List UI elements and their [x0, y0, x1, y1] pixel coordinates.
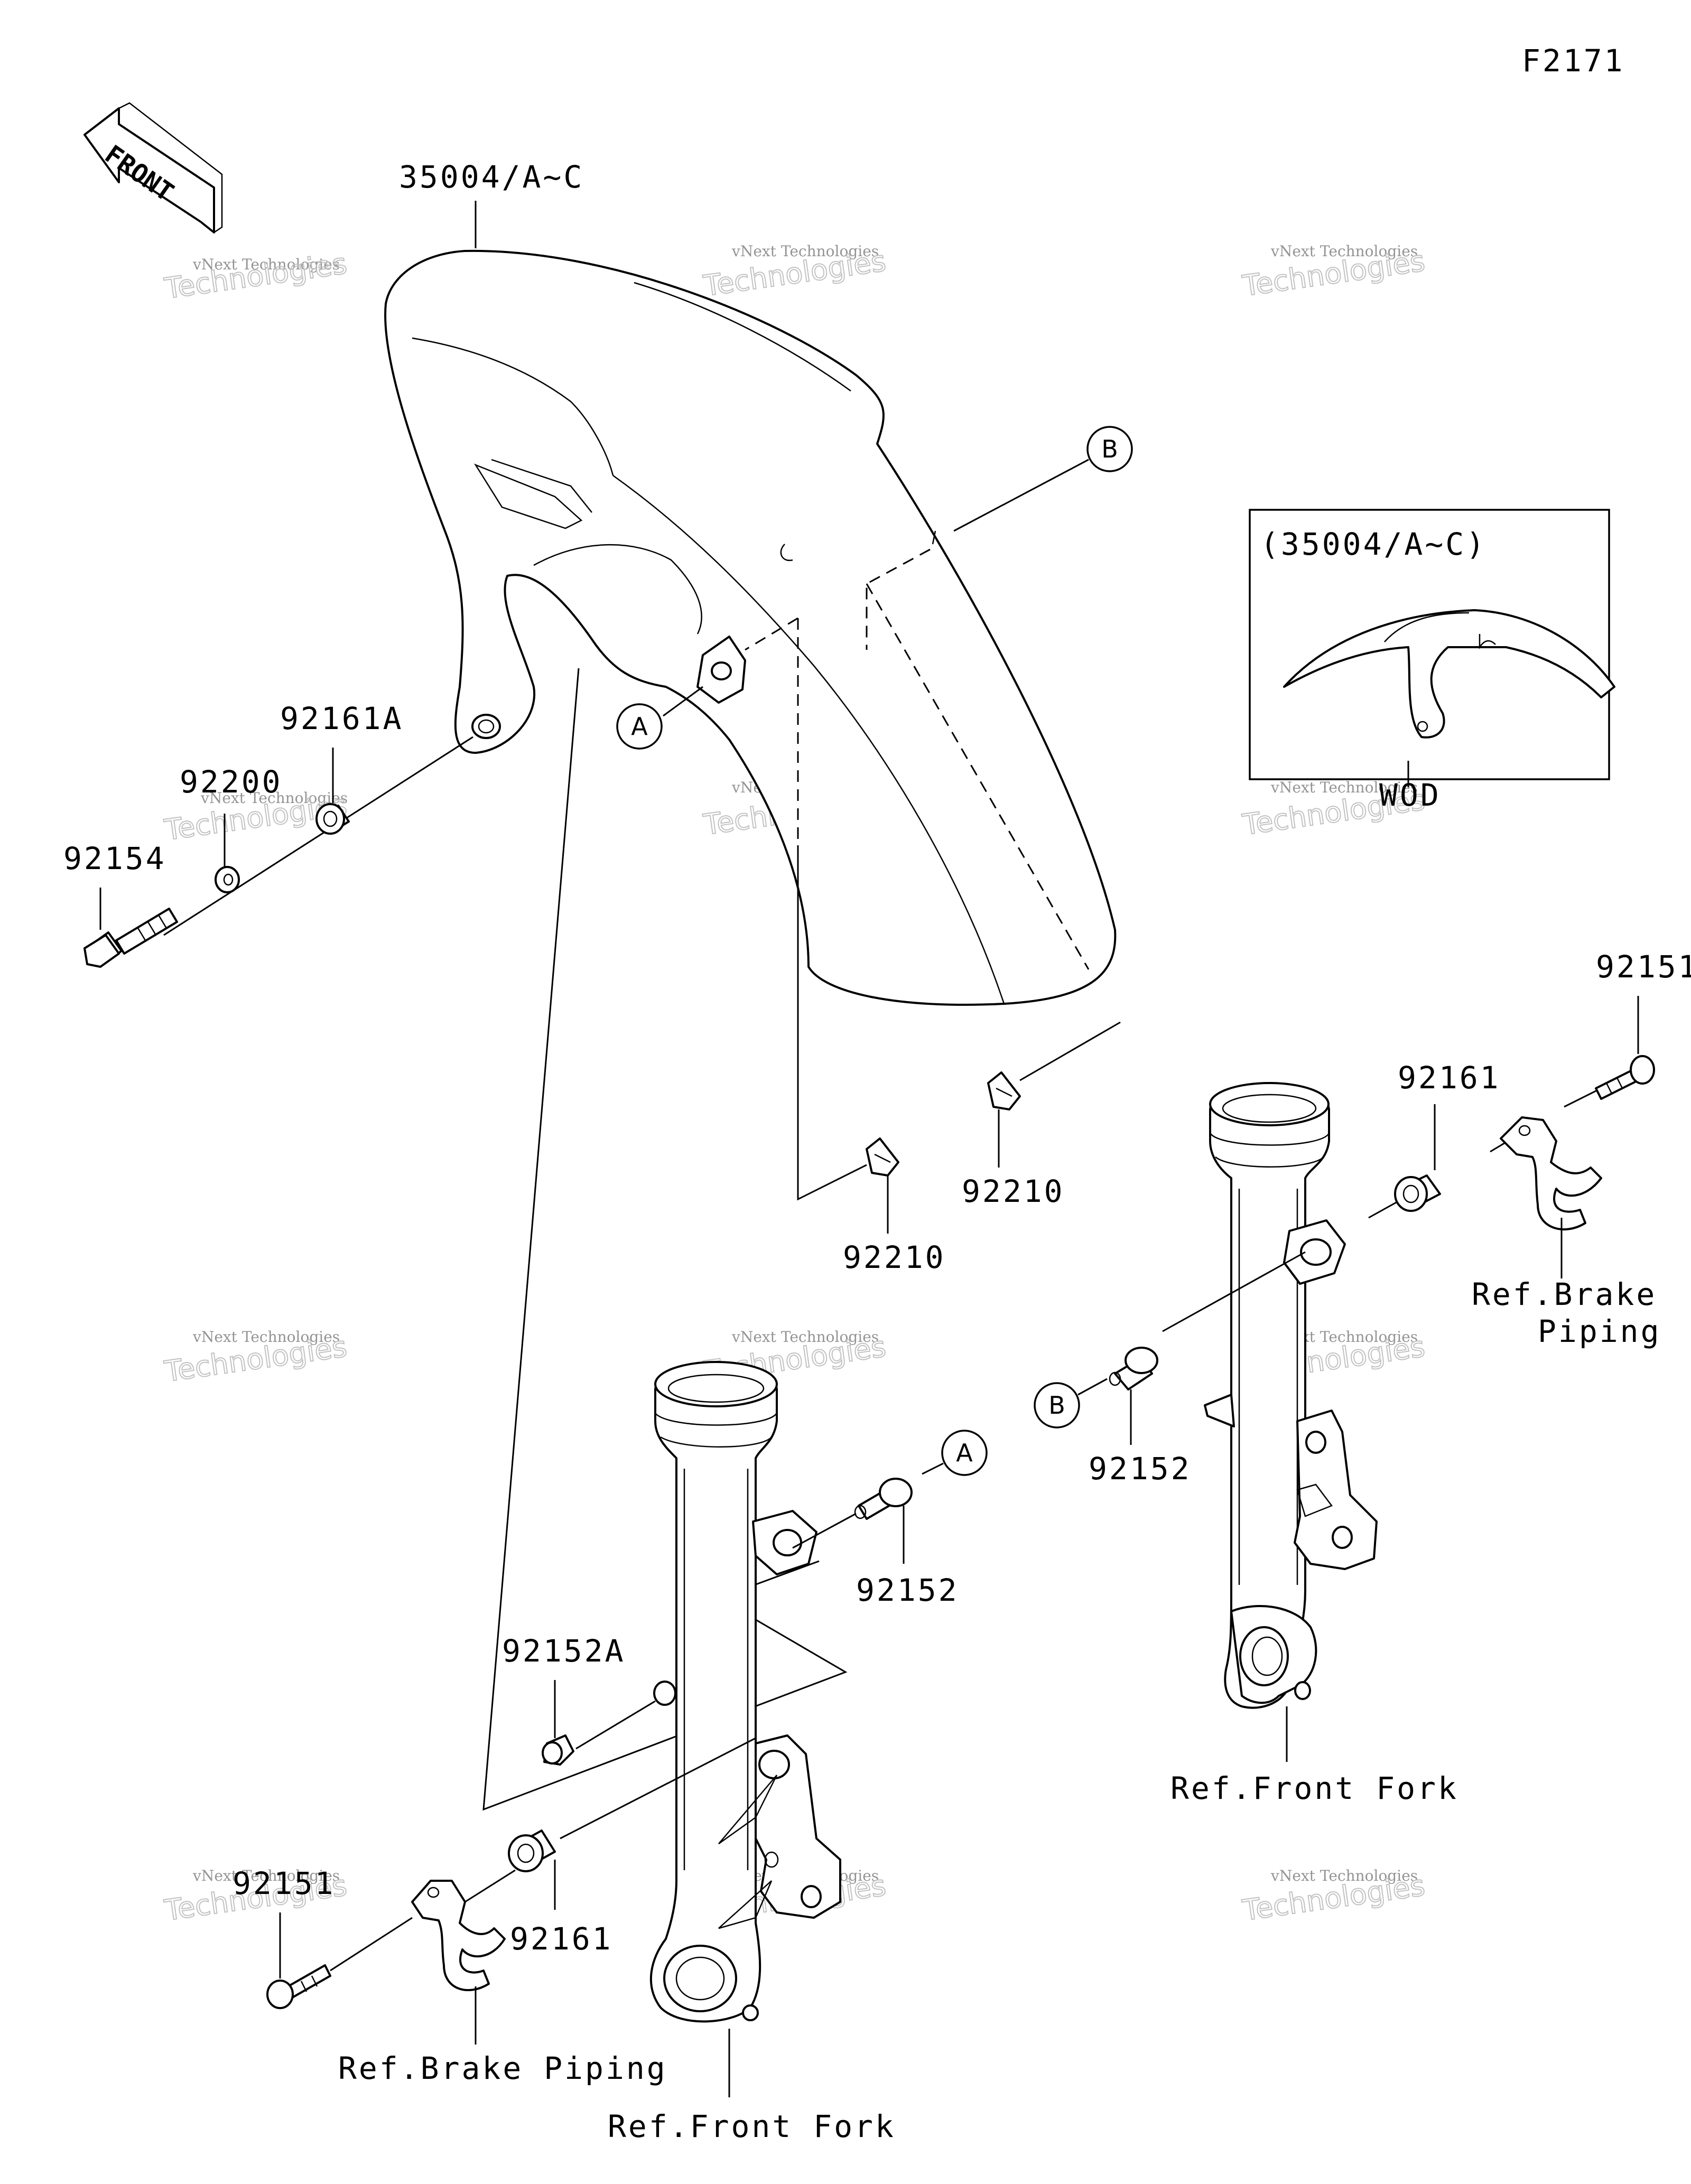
ref-front-fork-right: Ref.Front Fork: [1170, 1770, 1458, 1806]
callout-35004: 35004/A~C: [399, 159, 584, 195]
nut-92210-upper: [987, 1071, 1021, 1110]
collar-92161a: [315, 803, 350, 835]
front-direction-arrow-icon: FRONT: [83, 102, 223, 234]
callout-92210-upper: 92210: [962, 1173, 1065, 1209]
watermark-12: vNext Technologies Technologies: [1240, 1867, 1427, 1928]
bolt-92152-b: [1109, 1347, 1158, 1390]
ref-brake-piping-right-1: Ref.Brake: [1472, 1276, 1657, 1312]
watermark-2: vNext Technologies Technologies: [701, 242, 888, 303]
watermark-3: vNext Technologies Technologies: [1240, 242, 1427, 303]
ref-brake-piping-lower: Ref.Brake Piping: [338, 2050, 667, 2086]
marker-b-lower-label: B: [1048, 1391, 1065, 1420]
inset-fender-variant: [1283, 609, 1615, 739]
ref-brake-piping-right-2: Piping: [1538, 1313, 1661, 1349]
bolt-92154: [83, 908, 178, 968]
callout-92161a: 92161A: [280, 701, 404, 736]
callout-92200: 92200: [180, 764, 283, 800]
ref-front-fork-lower: Ref.Front Fork: [608, 2108, 896, 2144]
marker-b-lower: [1034, 1382, 1080, 1429]
nut-92210-lower: [866, 1137, 899, 1177]
inset-note: WOD: [1379, 777, 1441, 813]
collar-92161-lower: [508, 1830, 556, 1872]
callout-92152-a: 92152: [856, 1572, 959, 1608]
svg-text:vNext Technologies: vNext Technologies: [1270, 779, 1418, 796]
dashed-guide-right: [866, 548, 1090, 970]
svg-text:vNext Technologies: vNext Technologies: [192, 1328, 340, 1346]
dashed-guide-left: [745, 617, 799, 845]
callout-92151-right: 92151: [1596, 949, 1691, 985]
grommet-92152a: [542, 1734, 574, 1766]
bolt-92151-lower: [266, 1964, 331, 2009]
svg-text:vNext Technologies: vNext Technologies: [731, 1328, 879, 1346]
collar-92161-right: [1394, 1174, 1441, 1212]
front-fender-35004: [384, 249, 1117, 1006]
marker-b-top: [1086, 426, 1133, 472]
callout-92161-lower: 92161: [510, 1921, 613, 1957]
bolt-92152-a: [854, 1478, 913, 1520]
marker-a-top: [616, 703, 663, 750]
callout-92210-lower: 92210: [843, 1239, 946, 1275]
washer-92200: [215, 866, 240, 893]
brake-piping-clamp-right: [1500, 1116, 1602, 1231]
callout-92154: 92154: [63, 841, 166, 876]
svg-text:vNext Technologies: vNext Technologies: [731, 242, 879, 260]
svg-text:vNext Technologies: vNext Technologies: [1270, 242, 1418, 260]
watermark-7: vNext Technologies Technologies: [162, 1328, 349, 1389]
front-fork-left: [649, 1361, 841, 2023]
marker-a-lower: [941, 1430, 988, 1476]
inset-title: (35004/A~C): [1260, 526, 1486, 562]
callout-92152a: 92152A: [502, 1633, 626, 1669]
front-fork-right: [1204, 1082, 1378, 1709]
callout-92161-right: 92161: [1398, 1060, 1501, 1096]
marker-a-lower-label: A: [956, 1439, 973, 1467]
figure-code: F2171: [1522, 43, 1625, 79]
callout-92151-lower: 92151: [233, 1865, 336, 1901]
svg-text:vNext Technologies: vNext Technologies: [1270, 1867, 1418, 1884]
brake-piping-clamp-lower: [411, 1880, 506, 1992]
watermark-1: vNext Technologies Technologies: [162, 246, 349, 306]
svg-text:vNext Technologies: vNext Technologies: [192, 1867, 340, 1884]
svg-text:vNext Technologies: vNext Technologies: [200, 789, 348, 807]
callout-92152-b: 92152: [1089, 1451, 1192, 1487]
marker-b-top-label: B: [1101, 435, 1118, 463]
svg-text:vNext Technologies: vNext Technologies: [192, 256, 340, 273]
bolt-92151-right: [1595, 1055, 1655, 1100]
marker-a-top-label: A: [631, 712, 648, 741]
